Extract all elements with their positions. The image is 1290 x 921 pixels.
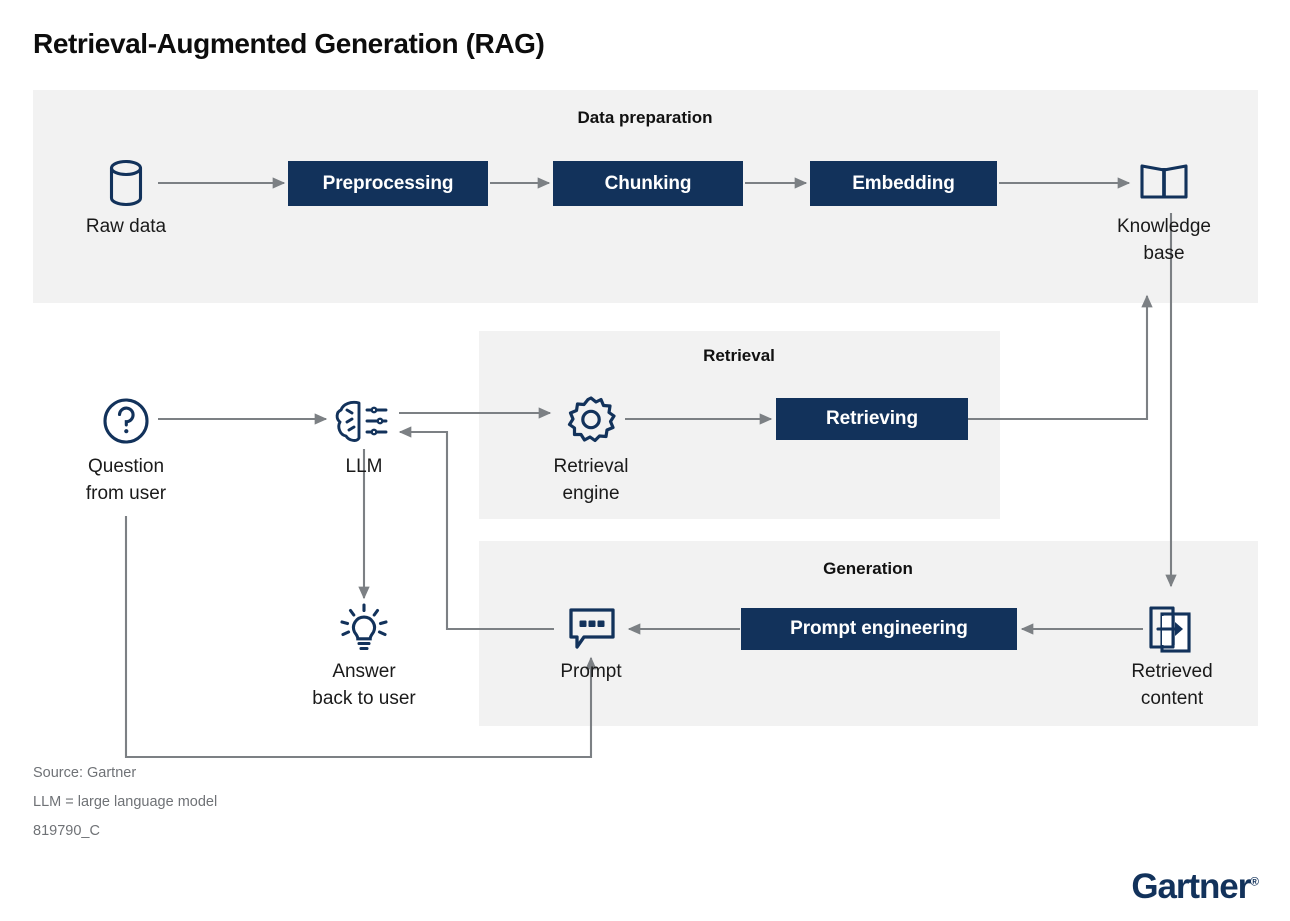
open-book-icon xyxy=(1138,162,1190,204)
band-title-generation: Generation xyxy=(823,559,913,578)
band-title-retrieval: Retrieval xyxy=(703,346,775,365)
gartner-logo: Gartner® xyxy=(1131,867,1259,907)
step-retrieving[interactable]: Retrieving xyxy=(776,398,968,440)
speech-bubble-icon xyxy=(566,605,618,653)
node-label-answer: Answer back to user xyxy=(312,661,416,709)
step-embedding[interactable]: Embedding xyxy=(810,161,997,206)
document-transfer-icon xyxy=(1146,603,1198,655)
step-prompt-engineering[interactable]: Prompt engineering xyxy=(741,608,1017,650)
database-cylinder-icon xyxy=(103,155,149,211)
node-label-question: Question from user xyxy=(85,456,167,504)
step-chunking[interactable]: Chunking xyxy=(553,161,743,206)
node-label-knowledge-base: Knowledge base xyxy=(1116,216,1212,264)
band-title-data-preparation: Data preparation xyxy=(577,108,713,127)
footnote-doc-id: 819790_C xyxy=(33,823,100,839)
gartner-logo-text: Gartner xyxy=(1131,867,1251,906)
node-label-prompt: Prompt xyxy=(560,661,622,682)
lightbulb-icon xyxy=(337,602,391,654)
page-title: Retrieval-Augmented Generation (RAG) xyxy=(33,28,545,59)
registered-trademark-mark: ® xyxy=(1250,874,1259,889)
footnote-source: Source: Gartner xyxy=(33,765,137,781)
gear-icon xyxy=(565,394,617,446)
step-preprocessing[interactable]: Preprocessing xyxy=(288,161,488,206)
footnote-abbreviation: LLM = large language model xyxy=(33,794,218,810)
node-label-retrieval-engine: Retrieval engine xyxy=(553,456,629,504)
question-circle-icon xyxy=(101,396,151,446)
brain-circuit-icon xyxy=(334,397,394,445)
node-label-raw-data: Raw data xyxy=(85,216,167,237)
node-label-retrieved-content: Retrieved content xyxy=(1131,661,1213,709)
node-label-llm: LLM xyxy=(345,456,383,477)
